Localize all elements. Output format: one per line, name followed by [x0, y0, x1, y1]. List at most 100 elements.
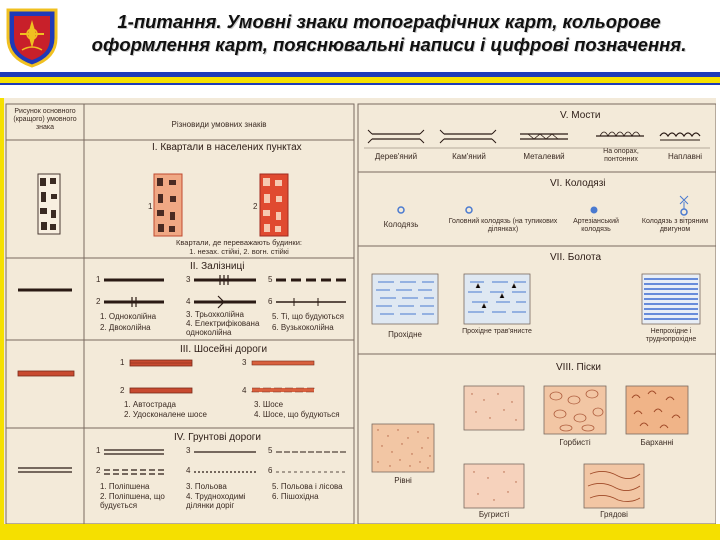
section-wells-title: VІ. Колодязі	[550, 178, 606, 189]
col2-header: Різновиди умовних знаків	[171, 120, 267, 129]
bridge-floating-icon	[659, 132, 701, 141]
dirt-num-4: 4	[186, 466, 191, 475]
section-bridges-title: V. Мости	[560, 110, 601, 121]
dirt-num-6: 6	[268, 466, 273, 475]
railway-item-6: 6. Вузькоколійна	[272, 323, 334, 332]
bridge-stone-icon	[439, 129, 497, 144]
railway-item-2: 2. Двоколійна	[100, 323, 151, 332]
dirt-item-4: 4. Трудноходимі ділянки доріг	[186, 492, 246, 510]
railway-num-5: 5	[268, 275, 273, 284]
artesian-well-icon	[590, 206, 598, 214]
highway-item-3: 3. Шосе	[254, 400, 284, 409]
dirt-road-improved-construction	[104, 469, 164, 475]
bridge-item-3: Металевий	[523, 152, 565, 161]
col1-header: Рисунок основного (кращого) умовного зна…	[13, 108, 77, 131]
bridge-item-4: На опорах, понтонних	[603, 148, 639, 163]
highway-num-4: 4	[242, 386, 247, 395]
railway-item-1: 1. Одноколійна	[100, 312, 157, 321]
sand-barkhan	[625, 385, 689, 435]
title-line-1: 1-питання. Умовні знаки топографічних ка…	[117, 11, 661, 32]
highway-num-3: 3	[242, 358, 247, 367]
section-swamps-title: VІІ. Болота	[550, 252, 602, 263]
railway-item-3: 3. Трьохколійна	[186, 310, 244, 319]
bridge-item-5: Наплавні	[667, 152, 703, 161]
coat-of-arms-shield-icon	[4, 4, 60, 68]
railway-electrified	[194, 295, 256, 309]
sand-item-4: Бугристі	[478, 510, 510, 519]
sand-hummocky	[543, 385, 607, 435]
highway-autostrada	[129, 359, 193, 367]
railway-item-4: 4. Електрифікована одноколійна	[186, 319, 260, 337]
quarters-caption-1: Квартали, де переважають будинки:	[176, 238, 302, 247]
well-item-4: Колодязь з вітряним двигуном	[641, 218, 709, 233]
dirt-item-1: 1. Поліпшена	[100, 482, 150, 491]
highway-shose	[251, 360, 315, 366]
bridge-item-2: Кам'яний	[452, 152, 486, 161]
swamp-passable	[371, 273, 439, 325]
highway-main-symbol	[17, 370, 75, 377]
well-item-2: Головний колодязь (на тупикових ділянках…	[448, 218, 558, 233]
sand-hilly	[463, 385, 525, 431]
well-icon	[397, 206, 405, 214]
highway-num-1: 1	[120, 358, 125, 367]
quarters-num-1: 1	[148, 202, 153, 211]
quarters-num-2: 2	[253, 202, 258, 211]
sand-item-2: Горбисті	[559, 438, 591, 447]
bridge-item-1: Дерев'яний	[374, 152, 418, 161]
well-item-3: Артезіанський колодязь	[573, 218, 619, 233]
bridge-metal-icon	[520, 133, 568, 140]
dirt-item-3: 3. Польова	[186, 482, 227, 491]
bridge-pontoon-icon	[596, 131, 644, 137]
topographic-symbols-poster: Рисунок основного (кращого) умовного зна…	[4, 98, 716, 524]
railway-triple-track	[194, 275, 256, 285]
yellow-stripe	[0, 77, 720, 83]
windmill-well-icon	[679, 195, 689, 216]
title-line-2: оформлення карт, пояснювальні написи і ц…	[91, 34, 687, 55]
sand-item-5: Грядові	[600, 510, 628, 519]
dirt-item-5: 5. Польова і лісова	[272, 482, 343, 491]
sand-ridge-lines	[583, 463, 645, 509]
highway-item-4: 4. Шосе, що будуються	[254, 410, 340, 419]
dirt-road-improved	[104, 449, 164, 455]
swamp-impassable	[641, 273, 701, 325]
railway-num-6: 6	[268, 297, 273, 306]
dirt-num-3: 3	[186, 446, 191, 455]
dirt-num-5: 5	[268, 446, 273, 455]
highway-item-2: 2. Удосконалене шосе	[124, 410, 207, 419]
bridge-wooden-icon	[367, 129, 425, 144]
highway-item-1: 1. Автострада	[124, 400, 177, 409]
slide-header: 1-питання. Умовні знаки топографічних ка…	[0, 0, 720, 72]
quarter-block-main	[37, 173, 61, 235]
well-item-1: Колодязь	[383, 220, 419, 229]
railway-narrow-gauge	[276, 298, 346, 306]
section-highways-title: ІІІ. Шосейні дороги	[180, 344, 268, 355]
quarters-caption-2: 1. незах. стійкі, 2. вогн. стійкі	[189, 247, 289, 256]
highway-under-construction	[251, 387, 315, 393]
swamp-item-1: Прохідне	[388, 330, 422, 339]
section-dirt-roads-title: IV. Грунтові дороги	[174, 432, 262, 443]
section-railways-title: ІІ. Залізниці	[190, 261, 245, 272]
quarter-block-nonfireproof	[153, 173, 183, 237]
railway-double-track	[104, 297, 164, 307]
highway-num-2: 2	[120, 386, 125, 395]
railway-num-4: 4	[186, 297, 191, 306]
poster-graphics	[5, 103, 716, 524]
dirt-road-main-symbol	[18, 467, 72, 473]
page-title: 1-питання. Умовні знаки топографічних ка…	[62, 10, 716, 56]
left-frame-bar	[0, 98, 4, 526]
sand-flat	[371, 423, 435, 473]
swamp-grassy	[463, 273, 531, 325]
quarter-block-fireproof	[259, 173, 289, 237]
dirt-item-2: 2. Поліпшена, що будується	[100, 492, 165, 510]
section-quarters-title: І. Квартали в населених пунктах	[152, 142, 302, 153]
section-sands-title: VІІІ. Піски	[556, 362, 601, 373]
sand-item-1: Рівні	[394, 476, 412, 485]
bottom-frame-bar	[0, 524, 720, 540]
sand-item-3: Барханні	[640, 438, 674, 447]
highway-improved	[129, 387, 193, 394]
main-well-icon	[465, 206, 473, 214]
blue-stripe	[0, 72, 720, 77]
blue-stripe-thin	[0, 83, 720, 85]
flag-stripes	[0, 72, 720, 98]
railway-num-3: 3	[186, 275, 191, 284]
